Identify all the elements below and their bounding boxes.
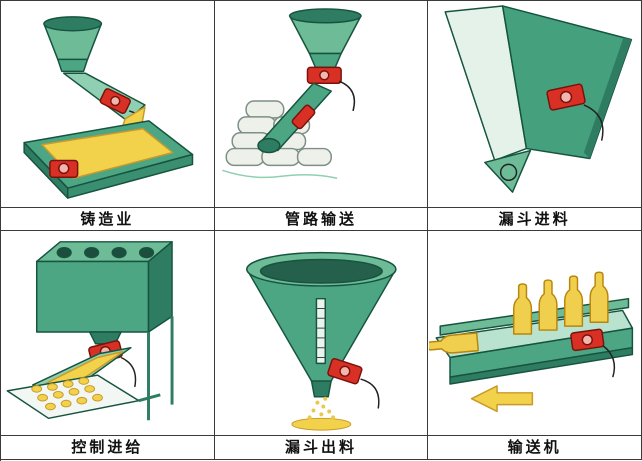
vibration-motor-icon <box>306 66 342 84</box>
hopper <box>288 8 362 69</box>
power-cable <box>583 104 604 141</box>
hopper-feeding-illustration <box>444 5 633 193</box>
hopper <box>43 16 103 73</box>
level-gauge <box>315 297 326 365</box>
power-cable <box>338 80 355 112</box>
work-table <box>6 374 140 420</box>
belt-base <box>449 346 634 385</box>
frame-legs <box>138 316 174 421</box>
outlet-funnel <box>484 149 532 193</box>
sand-tray <box>23 120 194 199</box>
caption-hopper-feeding: 漏斗进料 <box>428 208 642 231</box>
floor-shadow <box>221 169 338 179</box>
caption-hopper-discharge: 漏斗出料 <box>214 436 429 460</box>
cone-opening <box>259 258 383 284</box>
chute-edge <box>584 37 632 159</box>
caption-controlled-feeding: 控制进给 <box>1 436 215 460</box>
power-cable <box>360 378 380 409</box>
outlet-neck <box>310 380 332 398</box>
cell-controlled-feeding <box>1 231 215 436</box>
controlled-feeding-illustration <box>6 241 174 421</box>
cell-foundry <box>1 1 215 208</box>
vibration-motor-icon <box>326 358 363 385</box>
pipe-clamp <box>291 104 316 130</box>
foundry-illustration <box>23 16 194 199</box>
caption-conveyor: 输送机 <box>428 436 642 460</box>
cell-pipeline-transport <box>214 1 429 208</box>
vibration-motor-icon <box>99 88 131 114</box>
feeder-cabinet <box>35 241 173 345</box>
vibration-motor-icon <box>49 159 79 179</box>
caption-foundry: 铸造业 <box>1 208 215 231</box>
cell-conveyor <box>428 231 642 436</box>
direction-arrow <box>471 385 534 413</box>
caption-pipeline-transport: 管路输送 <box>214 208 429 231</box>
power-cable <box>120 356 137 388</box>
hopper-discharge-illustration <box>245 251 397 431</box>
fed-parts <box>31 377 103 411</box>
fallen-bottle <box>429 332 480 354</box>
cell-hopper-feeding <box>428 1 642 208</box>
pipeline-transport-illustration <box>221 8 362 179</box>
vibration-motor-icon <box>546 83 587 111</box>
cell-hopper-discharge <box>214 231 429 436</box>
power-cable <box>602 345 616 378</box>
granule-stream <box>291 396 351 431</box>
bottles <box>429 271 609 354</box>
vibration-motor-icon <box>570 328 605 352</box>
outlet-ring <box>500 163 518 181</box>
pipe-outlet <box>256 137 281 154</box>
conveyor-illustration <box>429 271 634 413</box>
